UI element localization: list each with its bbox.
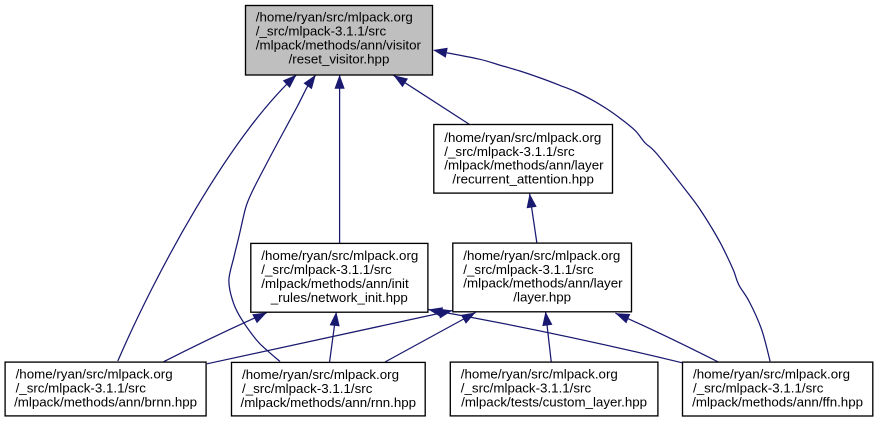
svg-text:/home/ryan/src/mlpack.org: /home/ryan/src/mlpack.org (261, 248, 418, 263)
svg-text:/_src/mlpack-3.1.1/src: /_src/mlpack-3.1.1/src (693, 381, 824, 396)
svg-text:/_src/mlpack-3.1.1/src: /_src/mlpack-3.1.1/src (16, 381, 147, 396)
svg-text:/mlpack/methods/ann/ffn.hpp: /mlpack/methods/ann/ffn.hpp (692, 395, 863, 410)
svg-text:/reset_visitor.hpp: /reset_visitor.hpp (289, 51, 390, 66)
svg-text:/home/ryan/src/mlpack.org: /home/ryan/src/mlpack.org (242, 367, 399, 382)
svg-text:/home/ryan/src/mlpack.org: /home/ryan/src/mlpack.org (16, 367, 173, 382)
svg-text:/mlpack/methods/ann/layer: /mlpack/methods/ann/layer (463, 276, 623, 291)
svg-text:/_src/mlpack-3.1.1/src: /_src/mlpack-3.1.1/src (444, 144, 575, 159)
svg-text:/layer.hpp: /layer.hpp (513, 290, 571, 305)
svg-text:/_src/mlpack-3.1.1/src: /_src/mlpack-3.1.1/src (256, 24, 387, 39)
svg-text:/_src/mlpack-3.1.1/src: /_src/mlpack-3.1.1/src (463, 262, 594, 277)
svg-text:/mlpack/methods/ann/init: /mlpack/methods/ann/init (261, 276, 409, 291)
svg-text:/_src/mlpack-3.1.1/src: /_src/mlpack-3.1.1/src (461, 381, 592, 396)
svg-text:/home/ryan/src/mlpack.org: /home/ryan/src/mlpack.org (461, 367, 618, 382)
svg-text:_rules/network_init.hpp: _rules/network_init.hpp (270, 290, 408, 305)
svg-text:/mlpack/methods/ann/brnn.hpp: /mlpack/methods/ann/brnn.hpp (14, 395, 197, 410)
svg-text:/mlpack/methods/ann/visitor: /mlpack/methods/ann/visitor (256, 38, 422, 53)
svg-text:/home/ryan/src/mlpack.org: /home/ryan/src/mlpack.org (444, 130, 601, 145)
svg-text:/mlpack/methods/ann/layer: /mlpack/methods/ann/layer (444, 158, 604, 173)
svg-text:/mlpack/methods/ann/rnn.hpp: /mlpack/methods/ann/rnn.hpp (241, 395, 417, 410)
svg-text:/home/ryan/src/mlpack.org: /home/ryan/src/mlpack.org (693, 367, 850, 382)
svg-text:/_src/mlpack-3.1.1/src: /_src/mlpack-3.1.1/src (261, 262, 392, 277)
svg-text:/home/ryan/src/mlpack.org: /home/ryan/src/mlpack.org (256, 10, 413, 25)
svg-text:/_src/mlpack-3.1.1/src: /_src/mlpack-3.1.1/src (242, 381, 373, 396)
svg-text:/recurrent_attention.hpp: /recurrent_attention.hpp (452, 172, 594, 187)
svg-text:/mlpack/tests/custom_layer.hpp: /mlpack/tests/custom_layer.hpp (461, 395, 647, 410)
svg-text:/home/ryan/src/mlpack.org: /home/ryan/src/mlpack.org (463, 248, 620, 263)
